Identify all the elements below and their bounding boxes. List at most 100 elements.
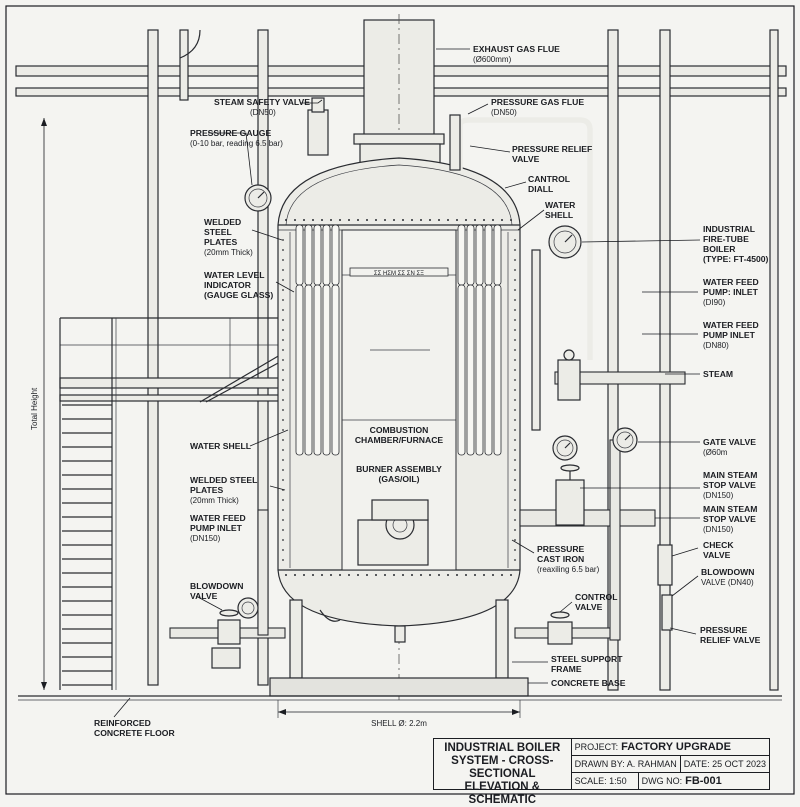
drawing-scale: SCALE: 1:50 — [574, 776, 627, 786]
label-main-stop-upper-1: MAIN STEAM — [703, 470, 757, 480]
label-main-stop-lower-1: MAIN STEAM — [703, 504, 757, 514]
label-pressure-cast-iron-1: PRESSURE — [537, 544, 585, 554]
label-feed-pump-left-2: PUMP INLET — [190, 523, 243, 533]
fire-tube — [493, 224, 502, 286]
scale-row: SCALE: 1:50 DWG NO: FB-001 — [572, 773, 769, 789]
label-welded-plates-top-sub: (20mm Thick) — [204, 248, 253, 257]
label-steam-safety-valve: STEAM SAFETY VALVE — [214, 97, 310, 107]
label-main-stop-lower-sub: (DN150) — [703, 525, 734, 534]
label-feed-pump-upper-2: PUMP: INLET — [703, 287, 759, 297]
label-feed-pump-lower-2: PUMP INLET — [703, 330, 756, 340]
fire-tube — [475, 224, 484, 286]
label-shell-diameter: SHELL Ø: 2.2m — [371, 719, 427, 728]
fire-tube — [313, 284, 322, 456]
dwg-number: FB-001 — [685, 775, 722, 787]
label-industrial-boiler-3: BOILER — [703, 244, 736, 254]
drawn-by: DRAWN BY: A. RAHMAN — [574, 759, 677, 769]
label-combustion-1: COMBUSTION — [370, 425, 429, 435]
dwg-label: DWG NO: — [637, 773, 686, 789]
label-water-level-3: (GAUGE GLASS) — [204, 290, 273, 300]
label-blowdown-left-2: VALVE — [190, 591, 218, 601]
label-reinforced-floor-1: REINFORCED — [94, 718, 151, 728]
label-feed-pump-lower-sub: (DN80) — [703, 341, 729, 350]
dimension-lines — [41, 118, 521, 718]
fire-tube — [304, 284, 313, 456]
fire-tube — [331, 284, 340, 456]
label-pressure-gauge-sub: (0-10 bar, reading 6.5 bar) — [190, 139, 283, 148]
fire-tube — [466, 224, 475, 286]
fire-tube — [313, 224, 322, 286]
fire-tube-bundle — [295, 224, 502, 456]
fire-tube — [457, 224, 466, 286]
sheet-border — [5, 5, 795, 795]
support-frame — [18, 599, 782, 701]
label-industrial-boiler-1: INDUSTRIAL — [703, 224, 755, 234]
label-pressure-relief-top-1: PRESSURE RELIEF — [512, 144, 592, 154]
project-label: PROJECT: — [574, 742, 619, 752]
callout-labels: EXHAUST GAS FLUE (Ø600mm) STEAM SAFETY V… — [30, 44, 769, 738]
label-feed-pump-upper-sub: (DI90) — [703, 298, 726, 307]
label-check-valve-2: VALVE — [703, 550, 731, 560]
label-welded-plates-bottom-1: WELDED STEEL — [190, 475, 257, 485]
label-blowdown-right-1: BLOWDOWN — [701, 567, 754, 577]
label-main-stop-upper-sub: (DN150) — [703, 491, 734, 500]
fire-tube — [322, 284, 331, 456]
label-feed-pump-left-sub: (DN150) — [190, 534, 221, 543]
label-relief-valve-bottom-1: PRESSURE — [700, 625, 748, 635]
label-feed-pump-left-1: WATER FEED — [190, 513, 246, 523]
fire-tube — [475, 284, 484, 456]
label-control-valve-2: VALVE — [575, 602, 603, 612]
label-steam: STEAM — [703, 369, 733, 379]
label-welded-plates-top-2: STEEL — [204, 227, 232, 237]
label-welded-plates-top-3: PLATES — [204, 237, 238, 247]
burner-assembly — [357, 499, 429, 566]
label-welded-plates-bottom-2: PLATES — [190, 485, 224, 495]
label-steel-support-1: STEEL SUPPORT — [551, 654, 623, 664]
label-pressure-gauge: PRESSURE GAUGE — [190, 128, 271, 138]
project-row: PROJECT: FACTORY UPGRADE — [571, 739, 769, 756]
label-control-valve-1: CONTROL — [575, 592, 618, 602]
label-blowdown-right-2: VALVE (DN40) — [701, 578, 754, 587]
label-pressure-cast-iron-sub: (reaxiling 6.5 bar) — [537, 565, 600, 574]
label-exhaust-flue: EXHAUST GAS FLUE — [473, 44, 560, 54]
drawing-title: INDUSTRIAL BOILER SYSTEM - CROSS-SECTION… — [434, 739, 572, 806]
label-concrete-base: CONCRETE BASE — [551, 678, 626, 688]
label-main-stop-lower-2: STOP VALVE — [703, 514, 756, 524]
fire-tube — [466, 284, 475, 456]
label-total-height: Total Height — [30, 387, 39, 430]
label-water-shell-mid: WATER SHELL — [190, 441, 251, 451]
label-feed-pump-upper-1: WATER FEED — [703, 277, 759, 287]
label-industrial-boiler-4: (TYPE: FT-4500) — [703, 254, 769, 264]
fire-tube — [484, 224, 493, 286]
label-gate-valve: GATE VALVE — [703, 437, 756, 447]
label-pressure-relief-top-2: VALVE — [512, 154, 540, 164]
fire-tube — [331, 224, 340, 286]
label-welded-plates-top-1: WELDED — [204, 217, 241, 227]
fire-tube — [295, 224, 304, 286]
label-steel-support-2: FRAME — [551, 664, 582, 674]
label-combustion-2: CHAMBER/FURNACE — [355, 435, 444, 445]
label-control-diall-2: DIALL — [528, 184, 553, 194]
label-feed-pump-lower-1: WATER FEED — [703, 320, 759, 330]
label-water-shell-top-2: SHELL — [545, 210, 573, 220]
title-block: INDUSTRIAL BOILER SYSTEM - CROSS-SECTION… — [433, 738, 770, 806]
label-water-shell-top-1: WATER — [545, 200, 576, 210]
fire-tube — [493, 284, 502, 456]
label-water-level-1: WATER LEVEL — [204, 270, 264, 280]
label-burner-2: (GAS/OIL) — [378, 474, 419, 484]
label-relief-valve-bottom-2: RELIEF VALVE — [700, 635, 761, 645]
fire-tube — [457, 284, 466, 456]
drawing-date: DATE: 25 OCT 2023 — [679, 756, 769, 772]
pressure-gauges — [237, 184, 638, 619]
label-industrial-boiler-2: FIRE-TUBE — [703, 234, 749, 244]
fire-tube — [484, 284, 493, 456]
author-row: DRAWN BY: A. RAHMAN DATE: 25 OCT 2023 — [571, 756, 769, 773]
label-exhaust-flue-sub: (Ø600mm) — [473, 55, 512, 64]
valves — [217, 97, 673, 645]
label-pressure-cast-iron-2: CAST IRON — [537, 554, 584, 564]
label-main-stop-upper-2: STOP VALVE — [703, 480, 756, 490]
fire-tube — [295, 284, 304, 456]
label-burner-1: BURNER ASSEMBLY — [356, 464, 442, 474]
